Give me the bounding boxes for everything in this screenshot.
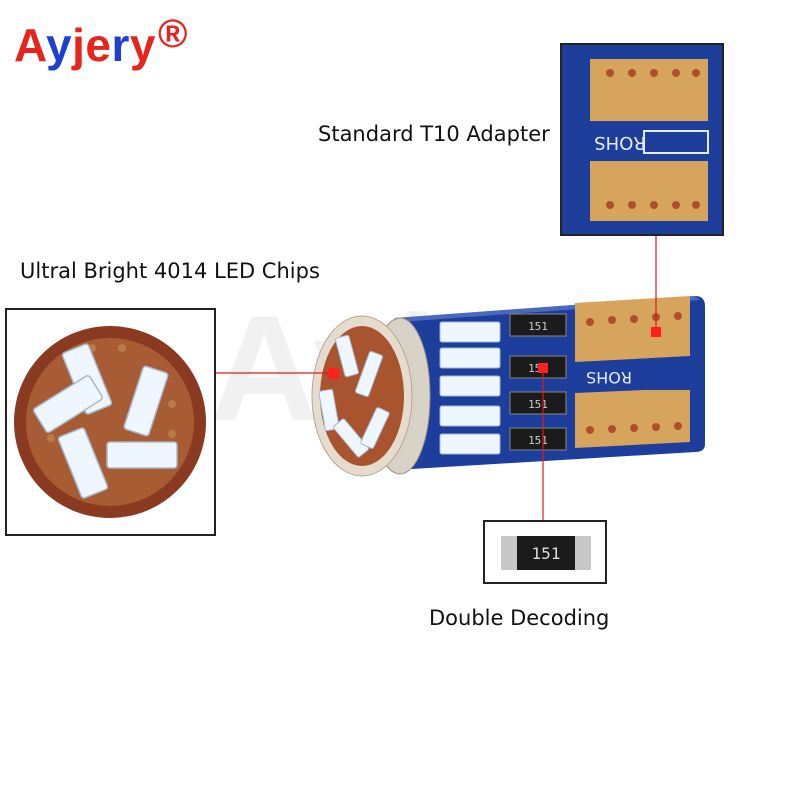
resistor-code-label: 151 (528, 320, 548, 333)
adapter-pcb-closeup: ROHS (562, 45, 722, 234)
pcb-rohs-text: ROHS (586, 368, 632, 387)
pcb-resistors: 151 151 151 151 (509, 313, 567, 451)
led-chips-closeup (14, 326, 206, 518)
brand-letter: y (46, 19, 73, 71)
leader-lines (215, 236, 661, 520)
side-led-chips (439, 321, 501, 455)
bulb-body: ROHS 151 151 151 151 (311, 296, 705, 477)
brand-letter: A (14, 19, 47, 71)
resistor-code-text: 151 (532, 544, 561, 563)
inset-rohs-text: ROHS (594, 132, 646, 153)
decoding-callout-label: Double Decoding (429, 606, 610, 630)
resistor-code-label: 151 (528, 398, 548, 411)
front-led-chips (318, 334, 390, 458)
adapter-callout-label: Standard T10 Adapter (318, 122, 550, 146)
resistor-closeup: 151 (485, 522, 605, 582)
brand-letter: j (72, 19, 86, 71)
resistor-inset: 151 (483, 520, 607, 584)
resistor-code-label: 151 (528, 434, 548, 447)
brand-logo: Ayjery® (14, 12, 188, 72)
chips-inset (5, 308, 216, 536)
registered-mark: ® (157, 12, 188, 56)
brand-letter: r (111, 19, 130, 71)
brand-name: Ayjery (14, 19, 156, 71)
adapter-inset: ROHS (560, 43, 724, 236)
chips-callout-label: Ultral Bright 4014 LED Chips (20, 259, 320, 283)
brand-letter: e (85, 19, 112, 71)
brand-letter: y (129, 19, 156, 71)
